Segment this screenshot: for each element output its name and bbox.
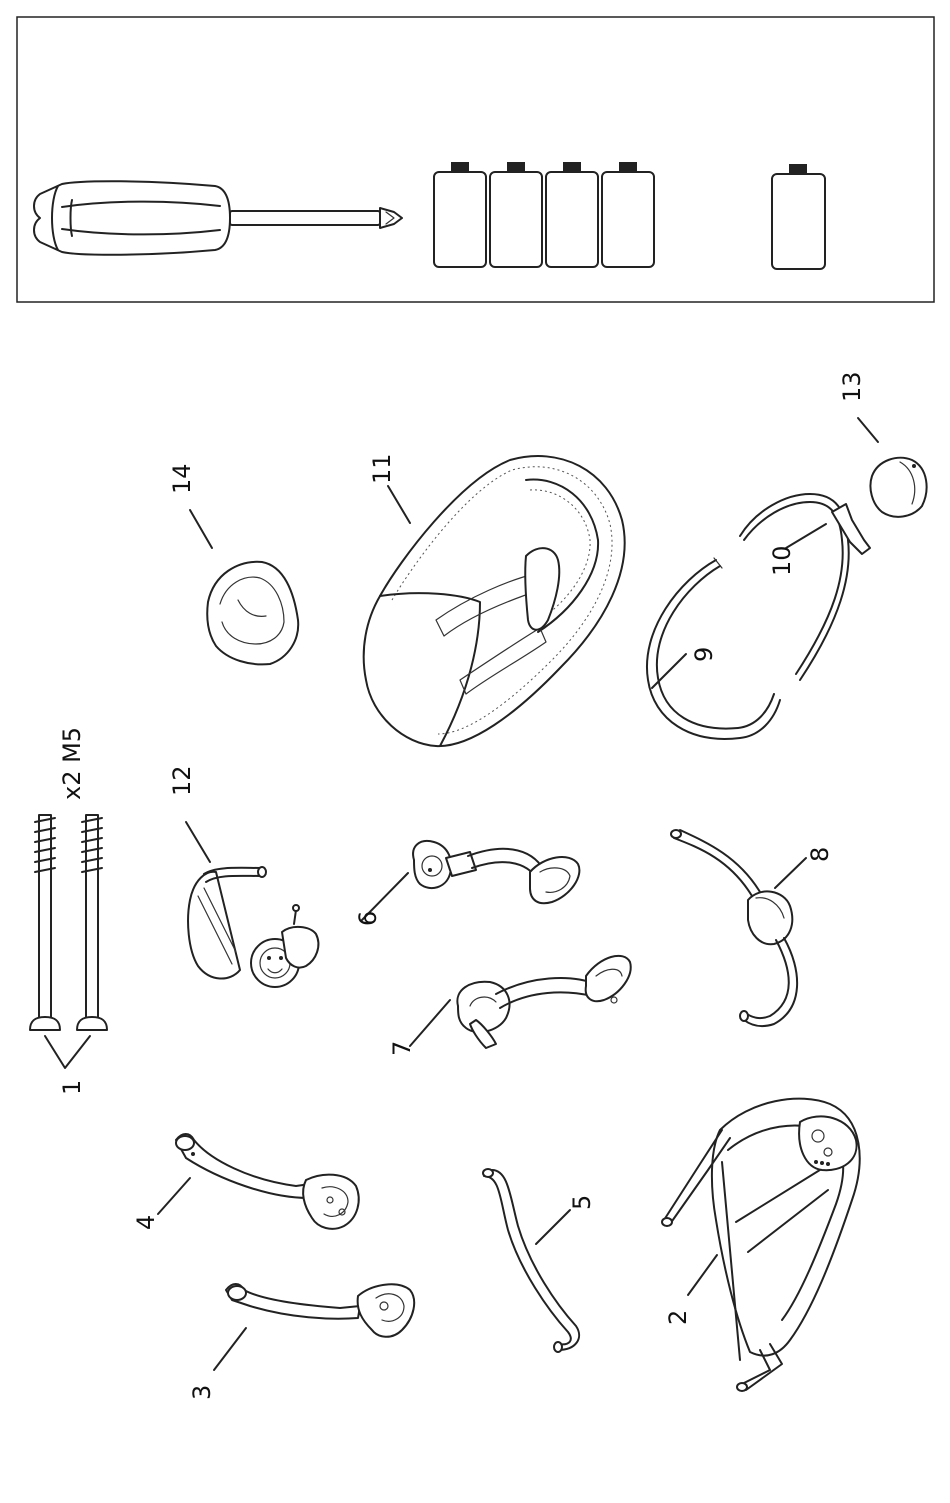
- part-11-label: 11: [368, 453, 396, 484]
- phillips-screwdriver-icon: [34, 181, 402, 255]
- battery-icon: [546, 162, 598, 267]
- part-3-label: 3: [188, 1385, 216, 1400]
- part-4-leg: 4: [132, 1134, 359, 1230]
- bolt: [77, 815, 107, 1030]
- part-6-label: 6: [354, 911, 382, 926]
- battery-icon: [490, 162, 542, 267]
- bolt: [30, 815, 60, 1030]
- part-8-arm: 8: [671, 830, 834, 1026]
- part-1-spec: x2 M5: [58, 727, 86, 800]
- part-12-label: 12: [168, 765, 196, 796]
- part-10-tube: 10: [740, 494, 870, 680]
- part-10-label: 10: [768, 545, 796, 576]
- part-7-arm: 7: [388, 956, 631, 1056]
- battery-icon: [602, 162, 654, 267]
- part-13-cover: 13: [838, 371, 927, 516]
- part-8-label: 8: [806, 847, 834, 862]
- part-1-label: 1: [58, 1080, 86, 1095]
- battery-single-icon: [772, 164, 825, 269]
- part-6-arm: 6: [354, 841, 579, 926]
- part-5-rod: 5: [483, 1169, 596, 1352]
- part-9-label: 9: [690, 647, 718, 662]
- part-12-toy-bar: 12: [168, 765, 318, 987]
- part-9-tube: 9: [647, 558, 780, 739]
- part-2-base: 2: [662, 1099, 860, 1391]
- part-11-seat-pad: 11: [364, 453, 625, 746]
- tools-box: [17, 17, 934, 302]
- part-2-label: 2: [664, 1310, 692, 1325]
- part-1-bolts: 1 x2 M5: [30, 727, 107, 1095]
- part-4-label: 4: [132, 1215, 160, 1230]
- part-7-label: 7: [388, 1041, 416, 1056]
- part-3-leg: 3: [188, 1284, 414, 1400]
- part-14-head-support: 14: [168, 463, 298, 664]
- battery-icon: [434, 162, 486, 267]
- part-5-label: 5: [568, 1195, 596, 1210]
- part-13-label: 13: [838, 371, 866, 402]
- batteries-4-icon: [434, 162, 654, 267]
- part-14-label: 14: [168, 463, 196, 494]
